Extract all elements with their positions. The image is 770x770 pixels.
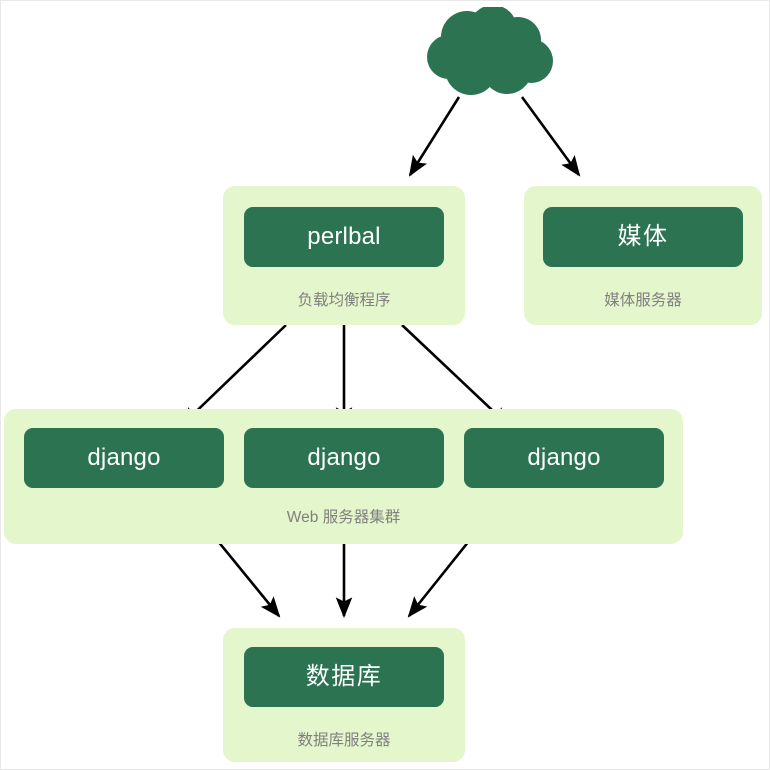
- internet-cloud[interactable]: [425, 7, 555, 103]
- node-django-3[interactable]: django: [464, 428, 664, 488]
- node-database-label: 数据库: [305, 663, 383, 690]
- edge-cloud-to-media: [520, 96, 581, 177]
- node-django-3-label: django: [527, 444, 601, 471]
- caption-database: 数据库服务器: [297, 732, 391, 749]
- edge-cloud-to-perlbal: [408, 96, 461, 177]
- node-database[interactable]: 数据库: [244, 647, 444, 707]
- node-django-2[interactable]: django: [244, 428, 444, 488]
- cloud-icon: [427, 7, 553, 95]
- node-django-1-label: django: [87, 444, 161, 471]
- node-perlbal[interactable]: perlbal: [244, 207, 444, 267]
- node-django-2-label: django: [307, 444, 381, 471]
- caption-web-cluster: Web 服务器集群: [286, 509, 401, 526]
- caption-load-balancer: 负载均衡程序: [297, 292, 391, 309]
- node-media[interactable]: 媒体: [543, 207, 743, 267]
- node-django-1[interactable]: django: [24, 428, 224, 488]
- node-media-label: 媒体: [617, 223, 669, 250]
- node-perlbal-label: perlbal: [307, 223, 381, 250]
- caption-media: 媒体服务器: [604, 292, 682, 309]
